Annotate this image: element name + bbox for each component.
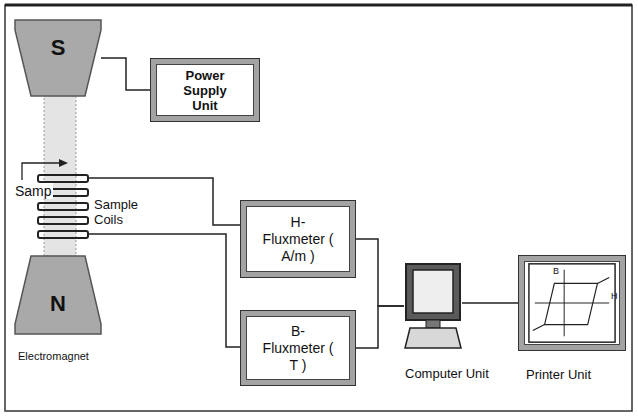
fluxmeter-box: H- Fluxmeter ( A/m ) xyxy=(240,200,356,278)
connector-line xyxy=(101,58,150,90)
coil-wires xyxy=(88,178,240,347)
connector xyxy=(356,306,404,348)
connector xyxy=(462,303,518,304)
node-text: Power Supply Unit xyxy=(174,68,236,113)
unit-label: Printer Unit xyxy=(526,367,591,382)
h-axis xyxy=(535,303,609,304)
frame xyxy=(5,5,632,411)
axis-label: B xyxy=(553,266,559,276)
sample-label: Samp xyxy=(14,183,53,199)
axis-label: H xyxy=(611,291,618,301)
frame-top xyxy=(5,4,632,7)
connector-line xyxy=(356,239,404,306)
monitor-screen xyxy=(413,270,453,313)
monitor-bezel xyxy=(406,264,460,320)
coil-label: Sample Coils xyxy=(94,197,144,227)
magnet-pole: N xyxy=(15,256,101,334)
connector-line xyxy=(462,302,518,304)
printer-outline xyxy=(519,256,625,350)
monitor-outline xyxy=(404,262,462,350)
pole-shape xyxy=(15,20,101,96)
printer-screen xyxy=(529,264,615,342)
node-text: N xyxy=(50,291,66,317)
loop-tail xyxy=(533,325,545,331)
printer-unit: Printer Unit xyxy=(518,255,626,351)
sample-arrow xyxy=(22,159,68,180)
monitor-neck xyxy=(426,320,440,328)
fluxmeter-box: B- Fluxmeter ( T ) xyxy=(240,310,356,386)
unit-label: Computer Unit xyxy=(405,366,489,381)
connector-line xyxy=(356,306,404,348)
hysteresis-loop xyxy=(545,283,598,324)
magnet-pole: S xyxy=(15,20,101,96)
magnet-label: Electromagnet xyxy=(18,350,89,363)
power-supply-box: Power Supply Unit xyxy=(150,58,260,122)
connector xyxy=(356,239,404,306)
pole-shape xyxy=(15,256,101,334)
monitor-base xyxy=(405,328,461,348)
computer-monitor: Computer Unit xyxy=(404,262,462,350)
loop-tail xyxy=(597,278,609,284)
node-text: H- Fluxmeter ( A/m ) xyxy=(260,214,336,265)
connector xyxy=(101,58,150,90)
node-text: S xyxy=(51,35,66,61)
node-text: B- Fluxmeter ( T ) xyxy=(260,323,336,374)
